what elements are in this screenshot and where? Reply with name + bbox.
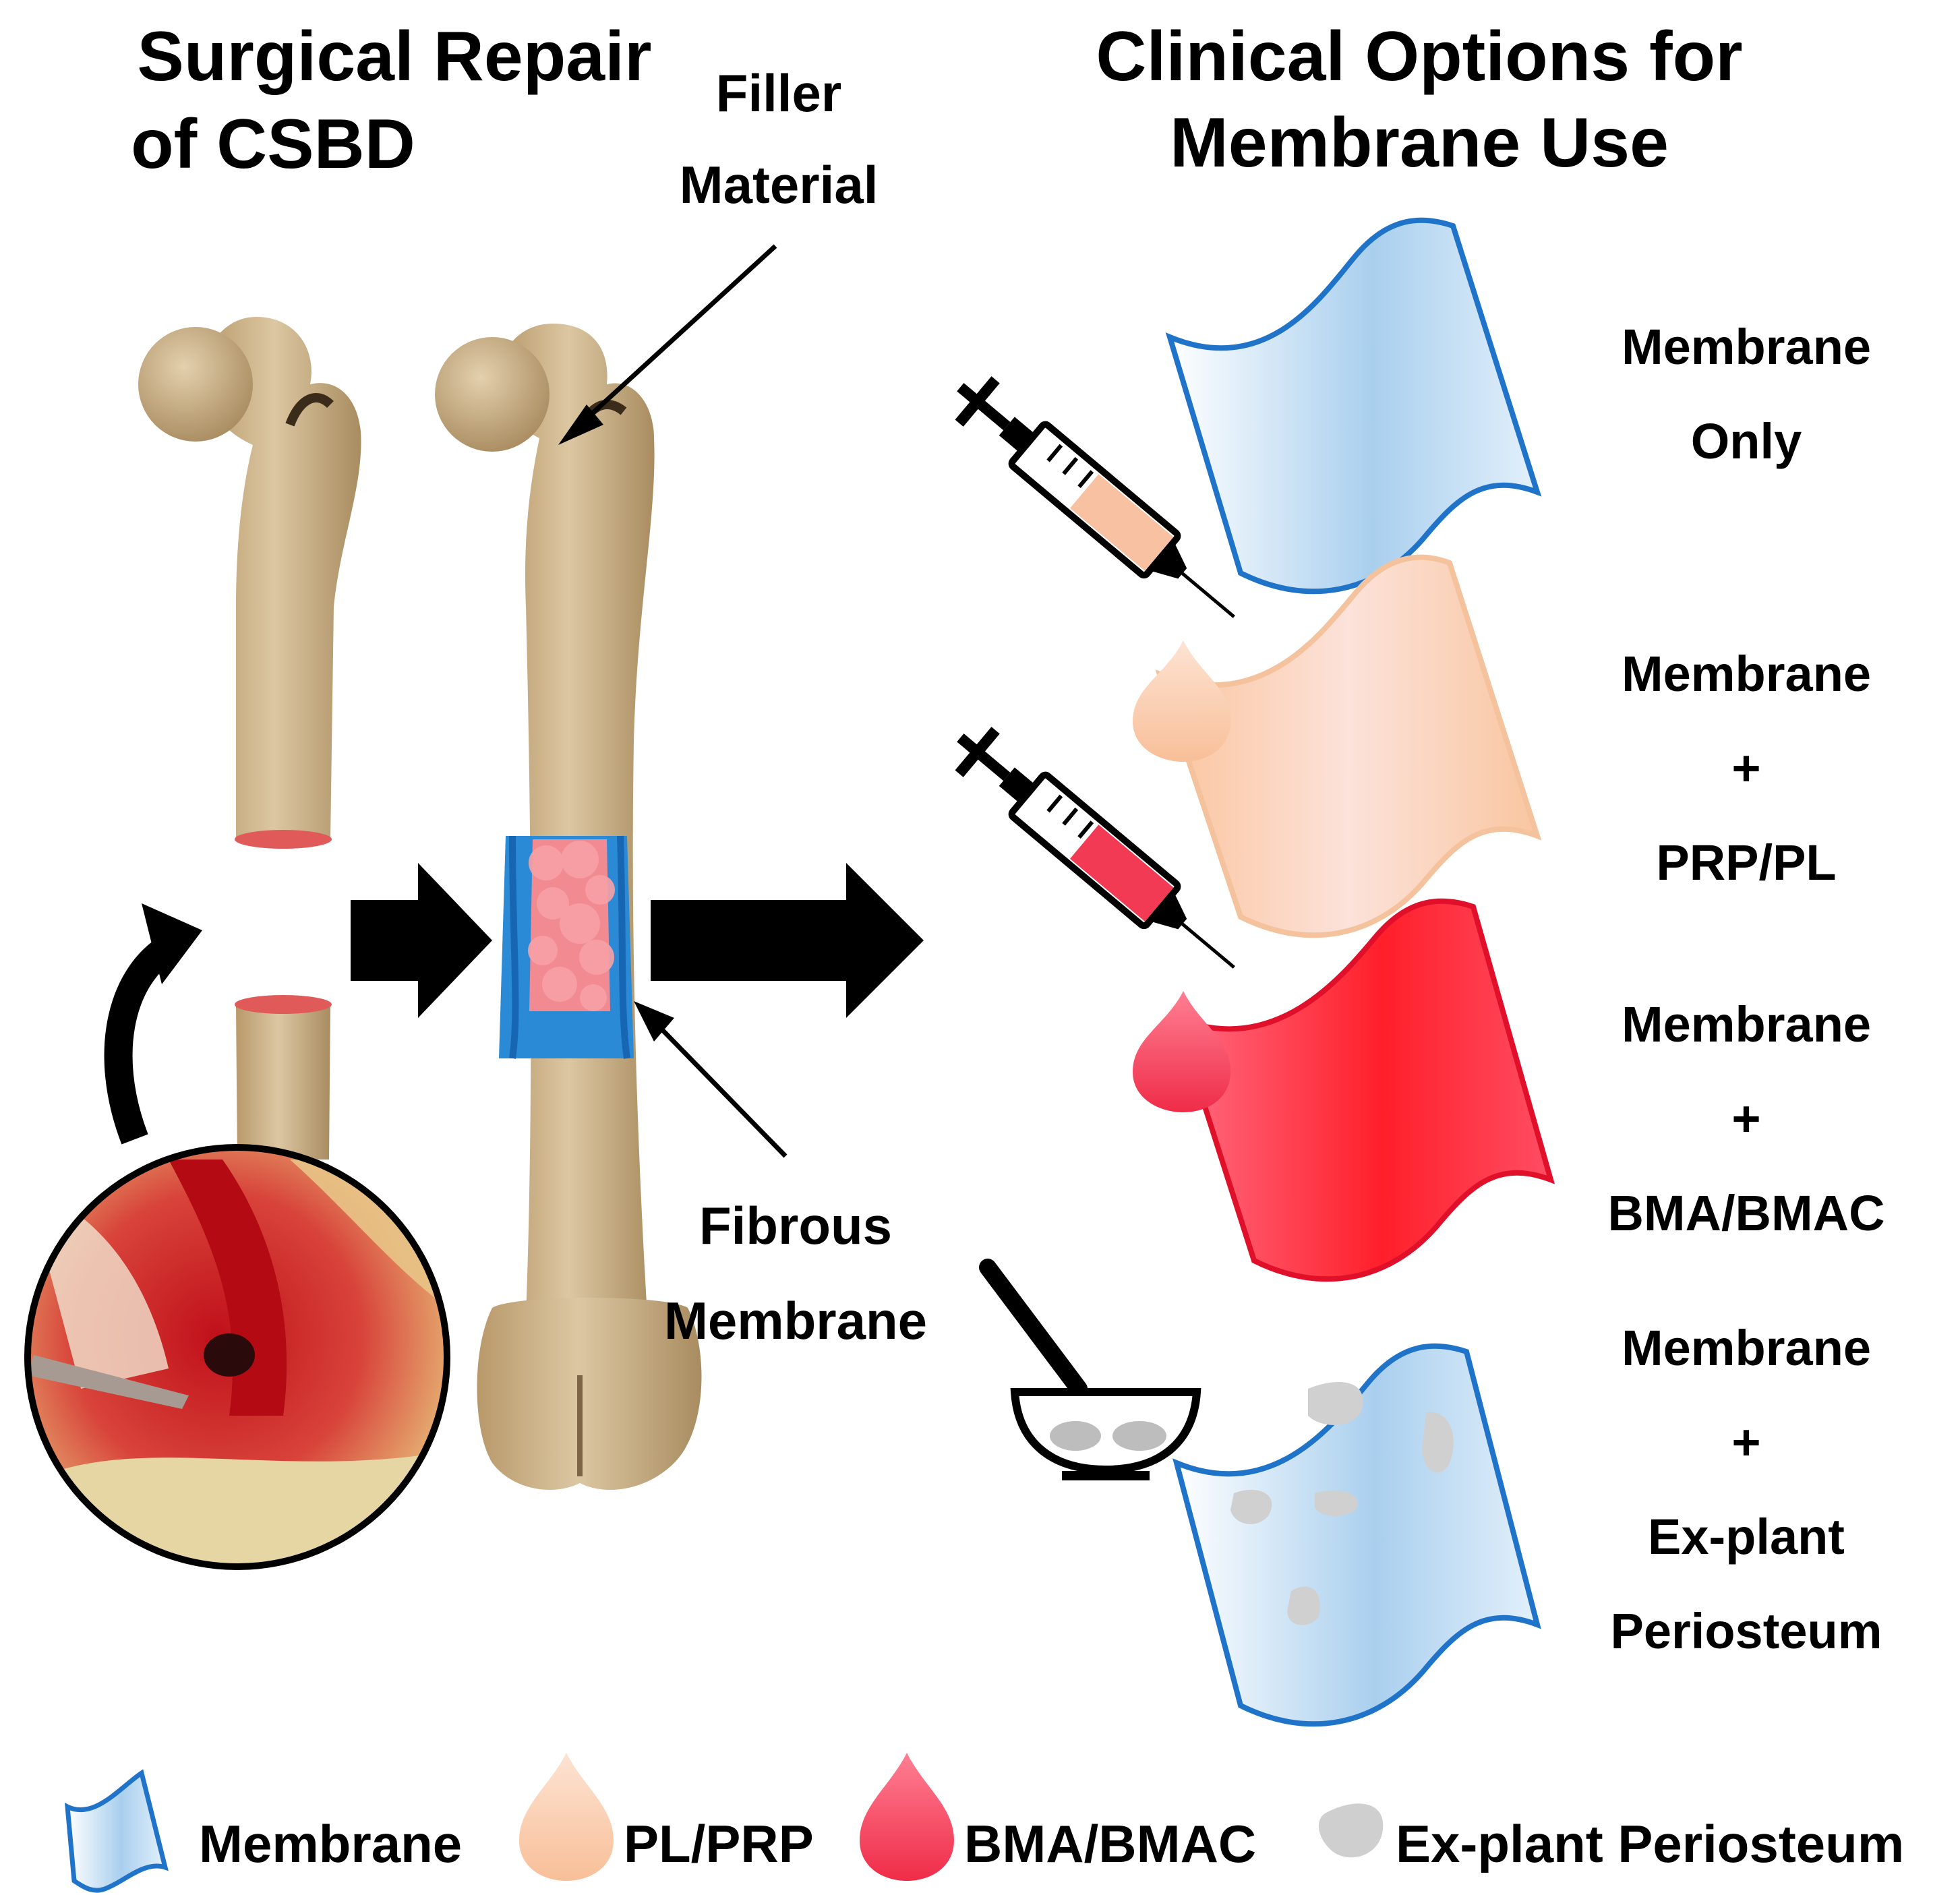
membrane-only-sheet-icon (1165, 217, 1542, 595)
right-title-line2: Membrane Use (1170, 104, 1669, 182)
option-1-line2: Only (1690, 413, 1802, 469)
right-arrow-icon-1 (351, 863, 492, 1018)
left-title-line2: of CSBD (131, 105, 415, 183)
right-arrow-icon-2 (651, 863, 924, 1018)
option-2-line3: PRP/PL (1656, 835, 1837, 891)
membrane-prp-sheet-icon (1133, 554, 1542, 938)
membrane-bma-sheet-icon (1133, 898, 1555, 1282)
left-panel-title-line2: of CSBD (27, 101, 789, 187)
left-title-line1: Surgical Repair (137, 18, 652, 96)
option-4-line1: Membrane (1621, 1320, 1872, 1376)
filler-line2: Material (679, 155, 879, 214)
surgical-photo-image (24, 1144, 450, 1570)
option-3-line3: BMA/BMAC (1607, 1185, 1885, 1241)
legend-label-periosteum: Ex-plant Periosteum (1396, 1814, 1905, 1873)
filler-line1: Filler (715, 63, 842, 123)
option-4-line4: Periosteum (1610, 1603, 1882, 1659)
option-2-line1: Membrane (1621, 646, 1872, 702)
option-membrane-bma: Membrane + BMA/BMAC (1557, 977, 1935, 1261)
bowl-icon (1010, 1388, 1201, 1480)
legend-plprp-drop-icon (519, 1753, 614, 1881)
legend-periosteum-chip-icon (1318, 1803, 1384, 1858)
right-title-line1: Clinical Options for (1096, 18, 1743, 96)
option-3-line1: Membrane (1621, 996, 1872, 1052)
fibrous-line1: Fibrous (699, 1196, 892, 1255)
syringe-bma-icon (955, 727, 1235, 969)
left-panel-title: Surgical Repair (27, 13, 816, 100)
legend-label-membrane: Membrane (199, 1814, 463, 1873)
right-panel-title: Clinical Options for Membrane Use (998, 13, 1841, 186)
legend-membrane-icon (64, 1769, 169, 1893)
option-membrane-prp: Membrane + PRP/PL (1557, 627, 1935, 910)
syringe-prp-icon (955, 376, 1235, 618)
membrane-periosteum-sheet-icon (1172, 1343, 1541, 1727)
femur-repaired-bone-icon (435, 324, 702, 1490)
fibrous-line2: Membrane (663, 1291, 928, 1350)
option-membrane-only: Membrane Only (1557, 300, 1935, 489)
option-3-line2: + (1731, 1091, 1761, 1147)
legend-label-bmabmac: BMA/BMAC (964, 1814, 1257, 1873)
fibrous-membrane-pointer-icon (634, 1001, 788, 1158)
filler-material-label: Filler Material (667, 61, 890, 217)
filler-material-pointer-icon (558, 244, 777, 445)
option-4-line3: Ex-plant (1648, 1509, 1845, 1565)
fibrous-membrane-label: Fibrous Membrane (641, 1193, 951, 1353)
option-4-line2: + (1731, 1414, 1761, 1470)
legend-bmabmac-drop-icon (860, 1753, 954, 1881)
option-2-line2: + (1731, 740, 1761, 796)
legend-label-plprp: PL/PRP (624, 1814, 814, 1873)
femur-cut-bone-icon (138, 317, 361, 1160)
option-1-line1: Membrane (1621, 319, 1872, 375)
option-membrane-periosteum: Membrane + Ex-plant Periosteum (1557, 1301, 1935, 1679)
